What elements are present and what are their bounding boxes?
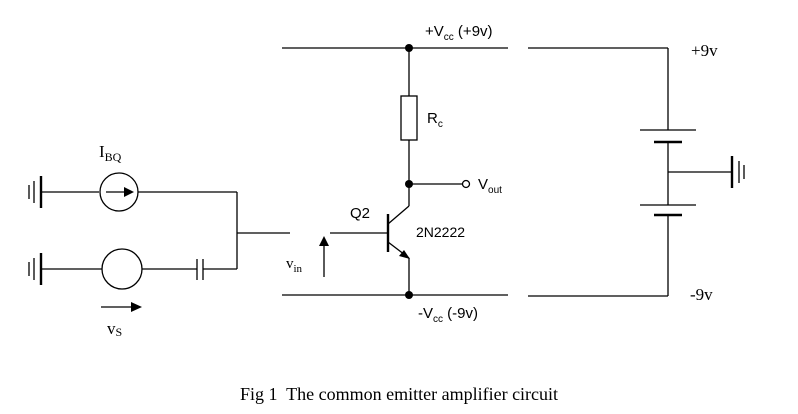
ground-icon [730,156,745,188]
rc-label: Rc [427,110,443,130]
vs-label: vS [107,319,122,339]
vout-terminal [461,179,471,189]
vs-arrow-head [131,302,142,312]
vin-label: vin [286,256,303,275]
ground-icon [28,176,43,208]
vout-label: Vout [478,176,502,196]
emitter-arrow [399,250,410,259]
junction-bottom [405,291,413,299]
ibq-label: IBQ [99,142,122,164]
ground-icon [28,253,43,285]
vcc-positive-label: +Vcc (+9v) [425,23,493,43]
transistor-model-label: 2N2222 [416,224,465,240]
vin-arrow-head [319,236,329,246]
voltage-source-vs [101,248,143,290]
battery-negative-label: -9v [690,285,713,304]
battery-positive-label: +9v [691,41,718,60]
transistor-label: Q2 [350,205,370,222]
transistor-collector-leg [387,205,410,225]
vcc-negative-label: -Vcc (-9v) [418,305,478,325]
current-source-arrow-head [124,187,134,197]
resistor-rc [400,95,418,141]
figure-caption: Fig 1 The common emitter amplifier circu… [240,384,558,404]
